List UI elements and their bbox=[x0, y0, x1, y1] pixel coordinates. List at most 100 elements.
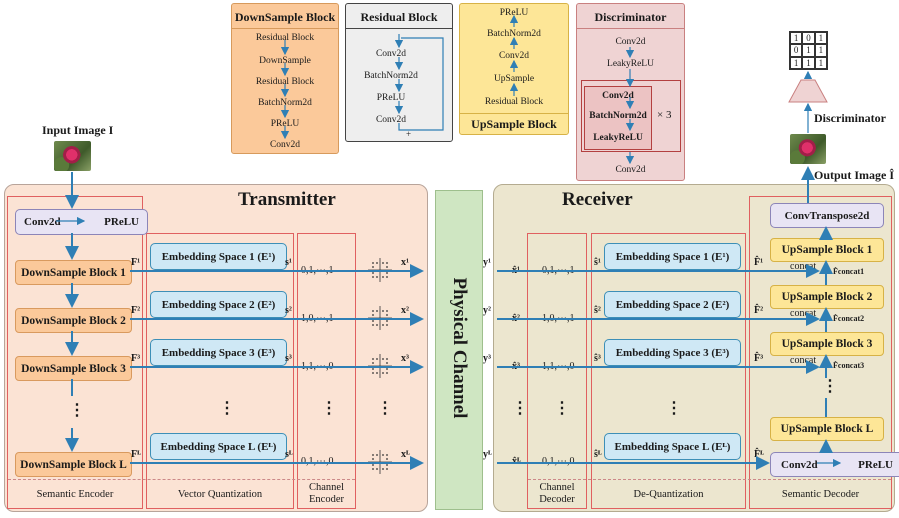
matrix-cell: 0 bbox=[802, 32, 815, 45]
x-label: xᴸ bbox=[401, 449, 410, 460]
disc-repeat-label: × 3 bbox=[657, 109, 672, 121]
encoder-stem: Conv2d PReLU bbox=[15, 209, 148, 235]
downsample-def-item: PReLU bbox=[270, 119, 300, 129]
rx-code: 0,1,⋯,0 bbox=[542, 456, 575, 467]
discriminator-shape bbox=[788, 79, 828, 103]
matrix-cell: 1 bbox=[790, 56, 803, 69]
discriminator-def-title: Discriminator bbox=[594, 10, 667, 24]
residual-block-definition: Residual Block Conv2d BatchNorm2d PReLU … bbox=[345, 3, 453, 142]
xhat-label: x̂ᴸ bbox=[512, 456, 521, 467]
rx-code: 1,1,⋯,0 bbox=[542, 361, 575, 372]
shat-label: ŝ² bbox=[594, 305, 601, 316]
shat-label: ŝ¹ bbox=[594, 257, 601, 268]
disc-inner-item: LeakyReLU bbox=[593, 133, 643, 143]
residual-def-title: Residual Block bbox=[360, 10, 438, 24]
rx-code: 1,0,⋯,1 bbox=[542, 313, 575, 324]
fconcat-label: F̂concat3 bbox=[833, 361, 865, 370]
s-label: s² bbox=[285, 305, 292, 316]
downsample-block-L: DownSample Block L bbox=[15, 452, 132, 477]
s-label: s³ bbox=[285, 353, 292, 364]
footer-semantic-decoder: Semantic Decoder bbox=[781, 489, 860, 500]
downsample-def-title: DownSample Block bbox=[234, 10, 336, 24]
constellation-icon bbox=[368, 306, 392, 330]
fconcat-label: F̂concat2 bbox=[833, 314, 865, 323]
residual-def-item: Conv2d bbox=[375, 49, 407, 59]
decoder-prelu-label: PReLU bbox=[858, 458, 893, 471]
constellation-icon bbox=[368, 258, 392, 282]
residual-def-item: Conv2d bbox=[375, 115, 407, 125]
downsample-def-item: Residual Block bbox=[255, 33, 315, 43]
xhat-label: x̂¹ bbox=[512, 265, 520, 276]
vector-quantization-panel bbox=[146, 233, 294, 509]
upsample-def-item: BatchNorm2d bbox=[487, 29, 541, 39]
disc-def-item: LeakyReLU bbox=[607, 59, 654, 69]
footer-divider-tx bbox=[8, 479, 355, 480]
downsample-block-definition: DownSample Block Residual Block DownSamp… bbox=[231, 3, 339, 154]
tx-code: 0,1,⋯,1 bbox=[301, 265, 334, 276]
upsample-block-3: UpSample Block 3 bbox=[770, 332, 884, 356]
feature-label: F² bbox=[131, 305, 141, 316]
transmitter-title: Transmitter bbox=[238, 189, 336, 210]
conv-transpose-block: ConvTranspose2d bbox=[770, 203, 884, 228]
matrix-cell: 1 bbox=[802, 44, 815, 57]
residual-def-item: PReLU bbox=[376, 93, 406, 103]
footer-divider-rx bbox=[528, 479, 891, 480]
input-image-label: Input Image I bbox=[42, 123, 114, 137]
y-label: y³ bbox=[483, 353, 491, 364]
upsample-def-item: PReLU bbox=[499, 8, 529, 18]
physical-channel bbox=[435, 190, 483, 510]
fhat-label: F̂¹ bbox=[754, 257, 764, 268]
s-label: s¹ bbox=[285, 257, 292, 268]
concat-label: concat bbox=[790, 355, 817, 366]
residual-plus: + bbox=[406, 129, 412, 139]
y-label: y² bbox=[483, 305, 491, 316]
x-label: x¹ bbox=[401, 257, 409, 268]
cd-ellipsis: ⋮ bbox=[554, 400, 570, 417]
encoder-ellipsis: ⋮ bbox=[69, 402, 85, 419]
tx-embedding-space-L: Embedding Space L (Eᴸ) bbox=[150, 433, 287, 460]
output-matrix: 1 0 1 0 1 1 1 1 1 bbox=[789, 31, 828, 70]
physical-channel-label: Physical Channel bbox=[449, 277, 470, 419]
footer-dequantization: De-Quantization bbox=[633, 489, 704, 500]
tx-code: 0,1,⋯,0 bbox=[301, 456, 334, 467]
feature-label: F¹ bbox=[131, 257, 141, 268]
downsample-def-item: Conv2d bbox=[269, 140, 301, 150]
downsample-def-item: BatchNorm2d bbox=[258, 98, 312, 108]
channel-encoder-panel bbox=[297, 233, 356, 509]
y-label: yᴸ bbox=[483, 449, 492, 460]
upsample-block-L: UpSample Block L bbox=[770, 417, 884, 441]
ce-ellipsis: ⋮ bbox=[321, 400, 337, 417]
downsample-block-3: DownSample Block 3 bbox=[15, 356, 132, 381]
rx-embedding-space-3: Embedding Space 3 (E³) bbox=[604, 339, 741, 366]
upsample-block-1: UpSample Block 1 bbox=[770, 238, 884, 262]
tx-embedding-space-3: Embedding Space 3 (E³) bbox=[150, 339, 287, 366]
downsample-def-item: Residual Block bbox=[255, 77, 315, 87]
footer-vector-quantization: Vector Quantization bbox=[177, 489, 263, 500]
dq-ellipsis: ⋮ bbox=[666, 400, 682, 417]
fconcat-label: F̂concat1 bbox=[833, 267, 865, 276]
xhat-label: x̂³ bbox=[512, 361, 520, 372]
fhat-label: F̂ᴸ bbox=[754, 449, 765, 460]
rx-code: 0,1,⋯,1 bbox=[542, 265, 575, 276]
semantic-decoder-panel bbox=[749, 196, 892, 509]
rx-embedding-space-1: Embedding Space 1 (E¹) bbox=[604, 243, 741, 270]
channel-decoder-panel bbox=[527, 233, 587, 509]
mod-ellipsis: ⋮ bbox=[377, 400, 393, 417]
rx-embedding-space-2: Embedding Space 2 (E²) bbox=[604, 291, 741, 318]
output-image-label: Output Image Î bbox=[814, 168, 895, 182]
disc-def-item: Conv2d bbox=[615, 165, 646, 175]
matrix-cell: 0 bbox=[790, 44, 803, 57]
feature-label: Fᴸ bbox=[131, 449, 142, 460]
fhat-label: F̂³ bbox=[754, 353, 764, 364]
decoder-stem: Conv2d PReLU bbox=[770, 452, 899, 477]
input-image bbox=[54, 141, 91, 171]
residual-def-item: BatchNorm2d bbox=[364, 71, 418, 81]
encoder-prelu-label: PReLU bbox=[104, 216, 139, 228]
downsample-def-item: DownSample bbox=[259, 56, 311, 66]
matrix-cell: 1 bbox=[814, 44, 827, 57]
decoder-conv-label: Conv2d bbox=[781, 458, 818, 471]
discriminator-label: Discriminator bbox=[814, 111, 886, 125]
discriminator-definition: Discriminator Conv2d LeakyReLU Conv2d Ba… bbox=[576, 3, 685, 181]
matrix-cell: 1 bbox=[802, 56, 815, 69]
decoder-ellipsis: ⋮ bbox=[822, 378, 838, 395]
